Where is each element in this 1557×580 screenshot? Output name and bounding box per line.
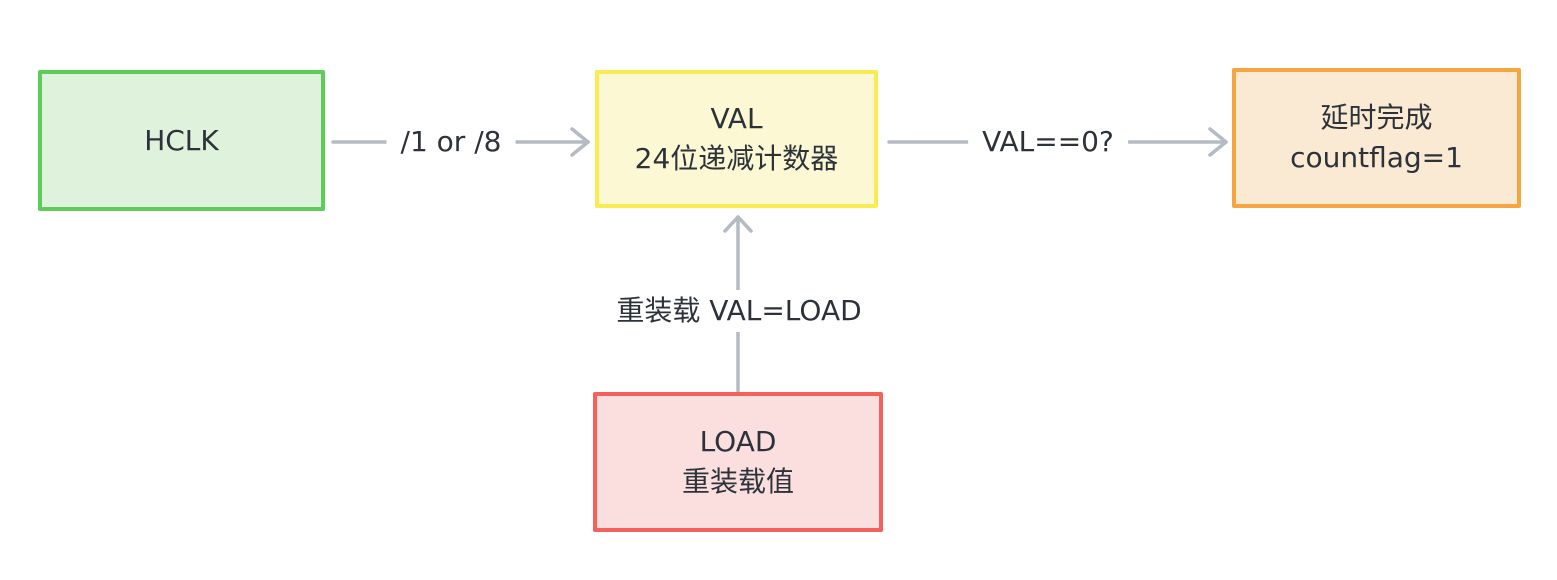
edge-label-reload: 重装载 VAL=LOAD <box>602 290 876 332</box>
node-delay-done: 延时完成 countflag=1 <box>1232 68 1521 208</box>
node-load: LOAD 重装载值 <box>593 392 883 532</box>
node-hclk: HCLK <box>38 70 325 211</box>
node-delay-done-subtitle: countflag=1 <box>1290 141 1463 174</box>
edge-label-zero-check: VAL==0? <box>968 121 1128 163</box>
node-val-counter-title: VAL <box>710 102 763 135</box>
node-val-counter-subtitle: 24位递减计数器 <box>634 142 839 175</box>
node-delay-done-title: 延时完成 <box>1320 101 1433 134</box>
node-load-title: LOAD <box>699 425 777 458</box>
node-val-counter: VAL 24位递减计数器 <box>595 70 878 208</box>
arrowhead-right-icon <box>1208 127 1228 157</box>
node-load-subtitle: 重装载值 <box>681 465 794 498</box>
arrowhead-right-icon <box>570 127 590 157</box>
edge-label-clock-divide: /1 or /8 <box>386 121 516 163</box>
node-hclk-label: HCLK <box>144 123 219 157</box>
arrowhead-up-icon <box>723 215 753 233</box>
